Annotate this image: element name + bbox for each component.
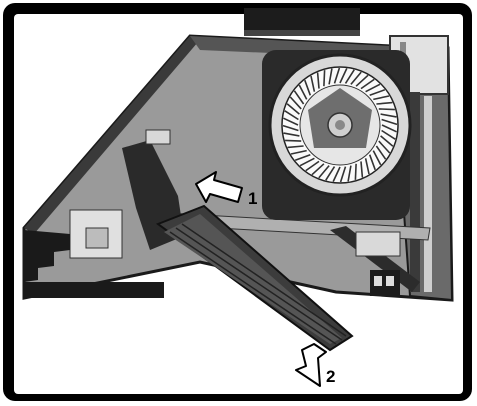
blower-blade (298, 84, 308, 100)
filter-latch (330, 226, 420, 296)
blower-blade (381, 129, 396, 140)
blower-blade (354, 163, 357, 180)
blower-blade (285, 139, 302, 142)
blower-blade (293, 90, 305, 105)
blower-blade (378, 140, 391, 154)
blower-blade (339, 166, 347, 183)
blower-blade (378, 108, 395, 111)
blower-blade (355, 74, 369, 87)
blower-blade (305, 160, 320, 172)
blower-blade (380, 135, 394, 147)
blower-blade (376, 101, 393, 105)
blower-fan (262, 50, 412, 220)
blower-blade (369, 89, 386, 97)
blower-blade (375, 145, 387, 160)
callout-label-2: 2 (326, 367, 335, 386)
blower-blade (325, 166, 336, 181)
blower-blade (323, 70, 326, 87)
left-lip (24, 230, 164, 298)
arrow-1 (195, 171, 243, 203)
blower-blade (299, 157, 315, 167)
blower-blade (287, 145, 304, 149)
blower-blade (347, 165, 352, 182)
blower-blade (289, 96, 302, 110)
blower-blade (333, 67, 341, 84)
blower-blade (365, 83, 381, 93)
callout-label-1: 1 (248, 189, 257, 208)
blower-blade (364, 158, 370, 175)
blower-blade (381, 124, 397, 133)
blower-blade (304, 79, 312, 96)
blower-blade (339, 68, 348, 84)
arrow-2 (295, 343, 327, 387)
blower-blade (310, 75, 316, 92)
blower-blade (380, 113, 397, 118)
blower-blade (290, 149, 307, 155)
blower-blade (360, 78, 375, 90)
blower-blade (286, 103, 300, 115)
blower-blade (344, 69, 355, 84)
blower-blade (316, 72, 320, 89)
blower-blade (283, 132, 300, 137)
blower-blade (283, 117, 299, 126)
blower-blade (373, 95, 390, 101)
grease-filter (155, 204, 354, 352)
blower-blade (284, 110, 299, 121)
blower-blade (381, 118, 398, 126)
blower-blade (328, 68, 333, 85)
blower-blades (282, 67, 398, 183)
blower-blade (350, 71, 362, 85)
blower-blade (318, 165, 330, 179)
blower-blade (282, 124, 299, 132)
blower-blade (372, 150, 382, 166)
blower-blade (294, 153, 311, 161)
blower-blade (311, 163, 325, 176)
blower-blade (368, 154, 376, 171)
blower-blade (360, 161, 364, 178)
blower-blade (332, 166, 341, 182)
